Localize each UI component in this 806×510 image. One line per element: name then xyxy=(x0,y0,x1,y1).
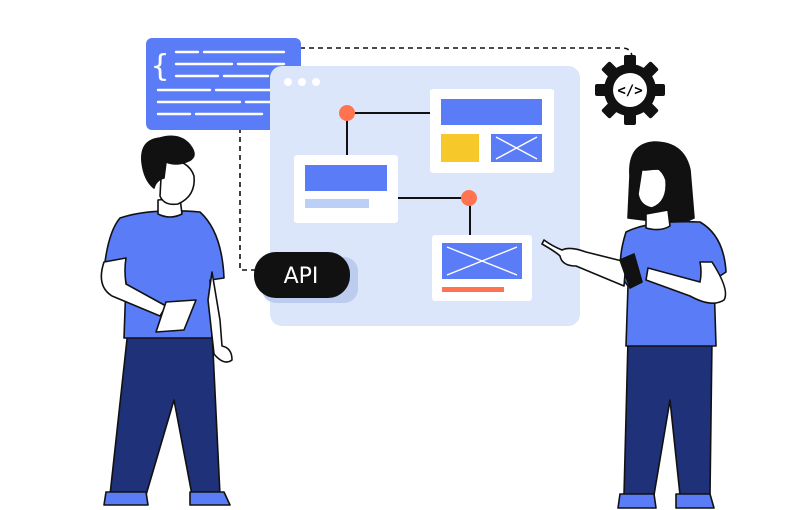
person-right xyxy=(541,141,727,509)
code-icon-label: </> xyxy=(617,83,642,99)
api-label: API xyxy=(284,264,319,289)
gear-icon: </> xyxy=(595,55,665,125)
code-brace: { xyxy=(151,49,169,84)
node-dot xyxy=(461,190,477,206)
dashed-connectors xyxy=(239,47,633,271)
flow-card-top xyxy=(430,89,554,173)
flow-card-bottom xyxy=(432,235,532,301)
flow-card-left xyxy=(294,155,398,223)
window-dots xyxy=(284,78,320,86)
api-badge: API xyxy=(254,252,358,303)
person-left xyxy=(100,135,233,506)
node-dot xyxy=(339,105,355,121)
code-snippet-card: { xyxy=(146,38,301,130)
